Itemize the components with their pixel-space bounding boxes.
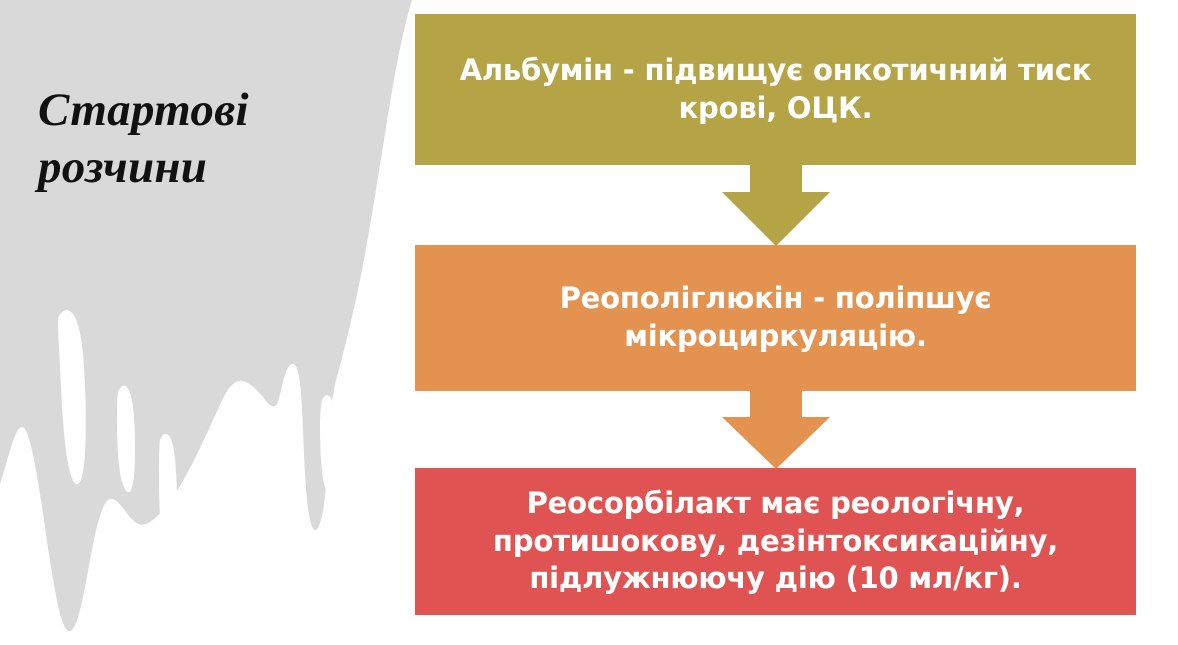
page-title: Стартові розчини [38,84,249,194]
flow-box-reosorbilakt: Реосорбілакт має реологічну, протишокову… [415,468,1136,615]
drip-notch-e [320,395,338,499]
flow-box-albumin-label: Альбумін - підвищує онкотичний тиск кров… [459,52,1092,125]
drip-notch-a [58,310,86,485]
arrow-down-icon-reopoliglukin-to-reosorbilakt [722,390,830,469]
arrow-down-shape [722,390,830,469]
drip-notch-b [117,385,135,493]
flow-box-reopoliglukin: Реополіглюкін - поліпшує мікроциркуляцію… [415,245,1136,391]
flow-box-reosorbilakt-label: Реосорбілакт має реологічну, протишокову… [492,485,1059,596]
flow-box-albumin: Альбумін - підвищує онкотичний тиск кров… [415,14,1136,165]
drip-notch-d [261,435,279,562]
arrow-down-shape [722,164,830,246]
drip-notch-c [159,433,177,560]
arrow-down-icon-albumin-to-reopoliglukin [722,164,830,246]
flow-box-reopoliglukin-label: Реополіглюкін - поліпшує мікроциркуляцію… [559,281,992,353]
